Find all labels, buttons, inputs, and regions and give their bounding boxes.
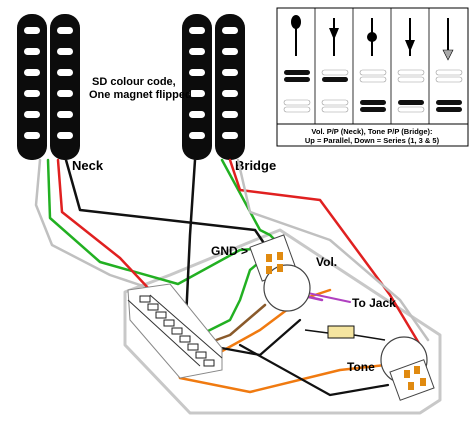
jack-lead-wire <box>302 291 351 303</box>
tone-pot <box>380 336 435 401</box>
mini-humbucker-icon <box>397 69 425 83</box>
mini-humbucker-icon <box>435 69 463 83</box>
volume-lug <box>277 264 283 272</box>
mini-humbucker-icon <box>397 100 425 113</box>
tone-lug <box>414 366 420 374</box>
to-jack-label: To Jack <box>352 296 396 310</box>
black-wire <box>238 343 390 397</box>
neck-label: Neck <box>72 158 104 173</box>
colour-code-label: SD colour code, <box>92 76 176 88</box>
lever-position-4-icon <box>405 18 415 56</box>
gnd-label: GND > <box>211 244 248 258</box>
mini-humbucker-icon <box>359 69 387 83</box>
neck-green-wire <box>46 158 270 286</box>
tone-lug <box>420 378 426 386</box>
mini-humbucker-icon <box>321 99 349 113</box>
bridge-humbucker <box>182 14 245 160</box>
neck-humbucker <box>17 14 80 160</box>
mini-humbucker-icon <box>284 70 310 82</box>
tone-lug <box>408 382 414 390</box>
bridge-white-wire <box>236 158 430 342</box>
neck-black-wire <box>64 158 272 254</box>
resistor <box>304 325 386 341</box>
lever-position-3-icon <box>367 18 377 56</box>
tone-label: Tone <box>347 360 375 374</box>
volume-lug <box>266 254 272 262</box>
magnet-flipped-label: One magnet flipped <box>89 89 192 101</box>
tone-lug <box>404 370 410 378</box>
mini-humbucker-icon <box>321 69 349 82</box>
bridge-label: Bridge <box>235 158 276 173</box>
lever-position-1-icon <box>291 15 301 56</box>
mini-humbucker-icon <box>360 100 386 112</box>
volume-pot <box>249 234 311 312</box>
volume-lug <box>277 252 283 260</box>
lever-position-5-icon <box>442 18 454 61</box>
mini-humbucker-icon <box>436 100 462 112</box>
ground-loop-wire <box>123 228 442 415</box>
vol-label: Vol. <box>316 255 337 269</box>
switch-legend-panel: Vol. P/P (Neck), Tone P/P (Bridge): Up =… <box>276 7 469 147</box>
lever-position-2-icon <box>329 18 339 56</box>
mini-humbucker-icon <box>283 99 311 113</box>
bridge-red-wire <box>228 158 422 347</box>
lever-position-icons <box>291 15 454 61</box>
legend-caption-line1: Vol. P/P (Neck), Tone P/P (Bridge): <box>311 127 432 136</box>
legend-caption-line2: Up = Parallel, Down = Series (1, 3 & 5) <box>305 136 440 145</box>
pickup-selection-icons <box>283 69 463 113</box>
five-way-switch <box>127 283 223 379</box>
volume-lug <box>266 266 272 274</box>
